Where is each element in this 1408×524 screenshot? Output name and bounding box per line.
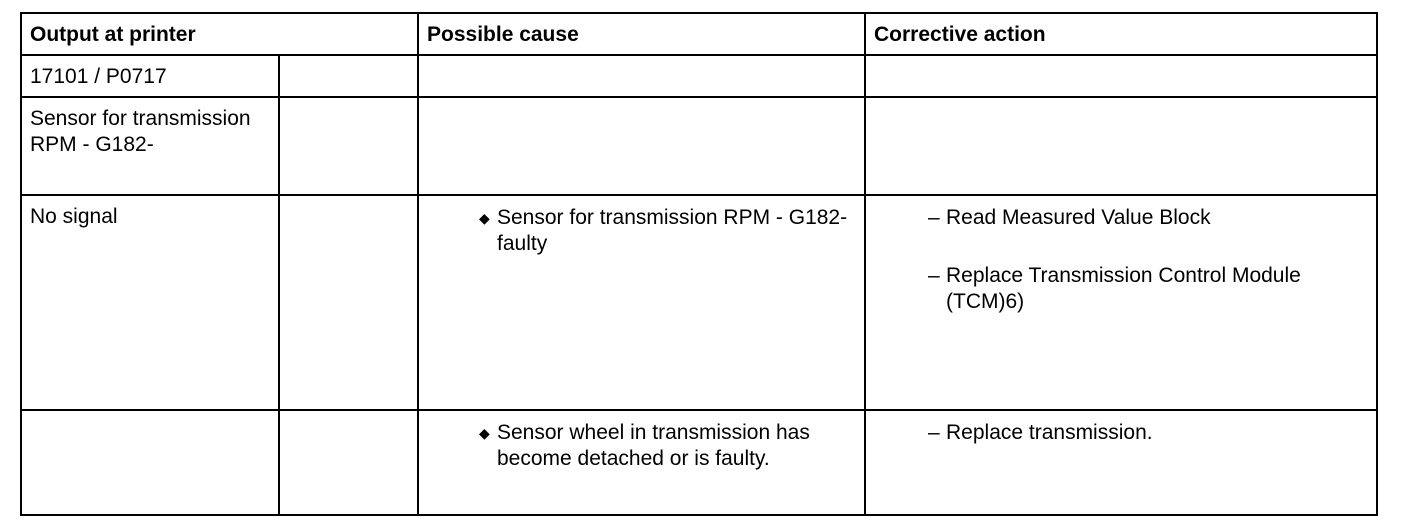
cause-cell: ◆ Sensor wheel in transmission has becom… <box>417 409 866 516</box>
empty-cell <box>278 96 419 196</box>
empty-cell <box>864 96 1378 196</box>
empty-cell <box>417 96 866 196</box>
header-corrective-action: Corrective action <box>864 12 1378 56</box>
action-list: – Read Measured Value Block – Replace Tr… <box>866 196 1376 315</box>
fault-code: 17101 / P0717 <box>30 65 167 88</box>
table-row: No signal ◆ Sensor for transmission RPM … <box>20 194 1378 411</box>
empty-cell <box>278 54 419 98</box>
action-cell: – Replace transmission. <box>864 409 1378 516</box>
empty-cell <box>278 409 419 516</box>
header-possible-cause: Possible cause <box>417 12 866 56</box>
table-row: Sensor for transmission RPM - G182- <box>20 96 1378 196</box>
empty-cell <box>20 409 280 516</box>
fault-condition: No signal <box>30 205 118 228</box>
header-output-at-printer: Output at printer <box>20 12 419 56</box>
fault-code-cell: 17101 / P0717 <box>20 54 280 98</box>
dash-bullet-icon: – <box>928 421 940 444</box>
action-item: – Replace transmission. <box>928 420 1368 446</box>
table-row: 17101 / P0717 <box>20 54 1378 98</box>
condition-cell: No signal <box>20 194 280 411</box>
empty-cell <box>417 54 866 98</box>
dash-bullet-icon: – <box>928 264 940 287</box>
component-cell: Sensor for transmission RPM - G182- <box>20 96 280 196</box>
action-item: – Replace Transmission Control Module (T… <box>928 263 1368 315</box>
header-corrective-action-label: Corrective action <box>874 23 1046 46</box>
action-text: Replace transmission. <box>946 421 1153 444</box>
diamond-bullet-icon: ◆ <box>479 210 490 226</box>
empty-cell <box>864 54 1378 98</box>
cause-text: Sensor wheel in transmission has become … <box>497 421 810 470</box>
action-item: – Read Measured Value Block <box>928 205 1368 231</box>
header-possible-cause-label: Possible cause <box>427 23 579 46</box>
header-row: Output at printer Possible cause Correct… <box>20 12 1378 56</box>
cause-item: ◆ Sensor for transmission RPM - G182- fa… <box>419 196 864 257</box>
header-output-at-printer-label: Output at printer <box>30 23 196 46</box>
action-text: Replace Transmission Control Module (TCM… <box>946 264 1301 313</box>
diamond-bullet-icon: ◆ <box>479 425 490 441</box>
fault-table: Output at printer Possible cause Correct… <box>20 12 1378 516</box>
action-text: Read Measured Value Block <box>946 206 1211 229</box>
action-list: – Replace transmission. <box>866 411 1376 446</box>
dash-bullet-icon: – <box>928 206 940 229</box>
cause-text: Sensor for transmission RPM - G182- faul… <box>497 206 848 255</box>
table-row: ◆ Sensor wheel in transmission has becom… <box>20 409 1378 516</box>
cause-cell: ◆ Sensor for transmission RPM - G182- fa… <box>417 194 866 411</box>
empty-cell <box>278 194 419 411</box>
cause-item: ◆ Sensor wheel in transmission has becom… <box>419 411 864 472</box>
action-cell: – Read Measured Value Block – Replace Tr… <box>864 194 1378 411</box>
fault-component: Sensor for transmission RPM - G182- <box>30 107 251 156</box>
